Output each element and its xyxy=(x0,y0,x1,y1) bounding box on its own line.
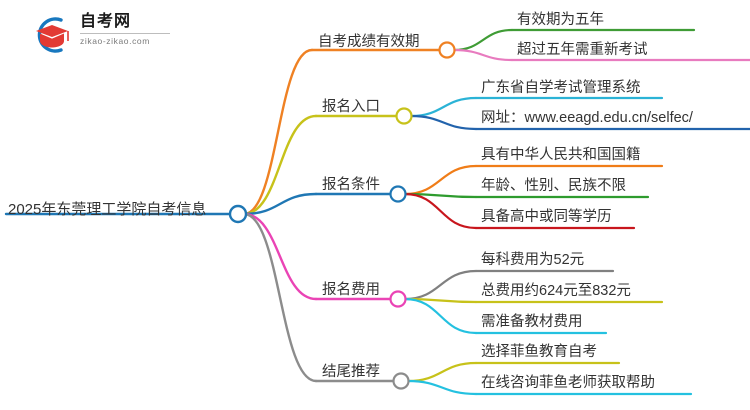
branch-connector-1 xyxy=(242,114,318,216)
logo-title: 自考网 xyxy=(80,13,132,30)
branch-node-0[interactable] xyxy=(438,41,456,59)
root-node[interactable] xyxy=(228,204,248,224)
leaf-connector-2-2 xyxy=(403,192,478,230)
branch-connector-2 xyxy=(242,192,318,216)
leaf-connector-3-1 xyxy=(403,297,478,304)
branch-connector-0 xyxy=(242,48,314,216)
leaf-label-2-2[interactable]: 具备高中或同等学历 xyxy=(481,209,612,225)
leaf-connector-2-1 xyxy=(403,192,478,199)
branch-label-2[interactable]: 报名条件 xyxy=(322,177,380,193)
leaf-connector-2-0 xyxy=(403,164,478,196)
branch-label-3[interactable]: 报名费用 xyxy=(322,282,380,298)
logo-domain: zikao-zikao.com xyxy=(80,36,150,46)
branch-node-4[interactable] xyxy=(392,372,410,390)
leaf-label-1-0[interactable]: 广东省自学考试管理系统 xyxy=(481,80,641,96)
leaf-label-2-0[interactable]: 具有中华人民共和国国籍 xyxy=(481,147,641,163)
leaf-label-3-1[interactable]: 总费用约624元至832元 xyxy=(481,283,631,299)
graduation-cap-icon xyxy=(36,17,69,53)
leaf-connector-0-0 xyxy=(452,28,514,52)
branch-connector-4 xyxy=(242,212,318,383)
logo-text: 自考网 zikao-zikao.com xyxy=(80,12,172,48)
leaf-label-3-2[interactable]: 需准备教材费用 xyxy=(481,314,583,330)
root-node-label[interactable]: 2025年东莞理工学院自考信息 xyxy=(8,201,207,218)
leaf-connector-3-0 xyxy=(403,269,478,301)
branch-node-3[interactable] xyxy=(389,290,407,308)
branch-label-4[interactable]: 结尾推荐 xyxy=(322,364,380,380)
branch-node-1[interactable] xyxy=(395,107,413,125)
leaf-connector-1-1 xyxy=(409,114,478,131)
branch-label-0[interactable]: 自考成绩有效期 xyxy=(318,34,420,50)
leaf-label-2-1[interactable]: 年龄、性别、民族不限 xyxy=(481,178,626,194)
branch-connector-3 xyxy=(242,212,318,301)
branch-node-2[interactable] xyxy=(389,185,407,203)
leaf-connector-1-0 xyxy=(409,96,478,118)
leaf-connector-0-1 xyxy=(452,48,514,62)
leaf-label-0-1[interactable]: 超过五年需重新考试 xyxy=(517,42,648,58)
leaf-connector-3-2 xyxy=(403,297,478,335)
leaf-label-3-0[interactable]: 每科费用为52元 xyxy=(481,252,585,268)
leaf-connector-4-1 xyxy=(406,379,478,396)
leaf-label-1-1[interactable]: 网址：www.eeagd.edu.cn/selfec/ xyxy=(481,110,693,126)
leaf-label-0-0[interactable]: 有效期为五年 xyxy=(517,12,604,28)
leaf-connector-4-0 xyxy=(406,361,478,383)
leaf-label-4-0[interactable]: 选择菲鱼教育自考 xyxy=(481,344,597,360)
logo-divider xyxy=(80,33,170,34)
branch-label-1[interactable]: 报名入口 xyxy=(322,99,380,115)
site-logo: 自考网 zikao-zikao.com xyxy=(28,12,170,58)
leaf-label-4-1[interactable]: 在线咨询菲鱼老师获取帮助 xyxy=(481,375,655,391)
